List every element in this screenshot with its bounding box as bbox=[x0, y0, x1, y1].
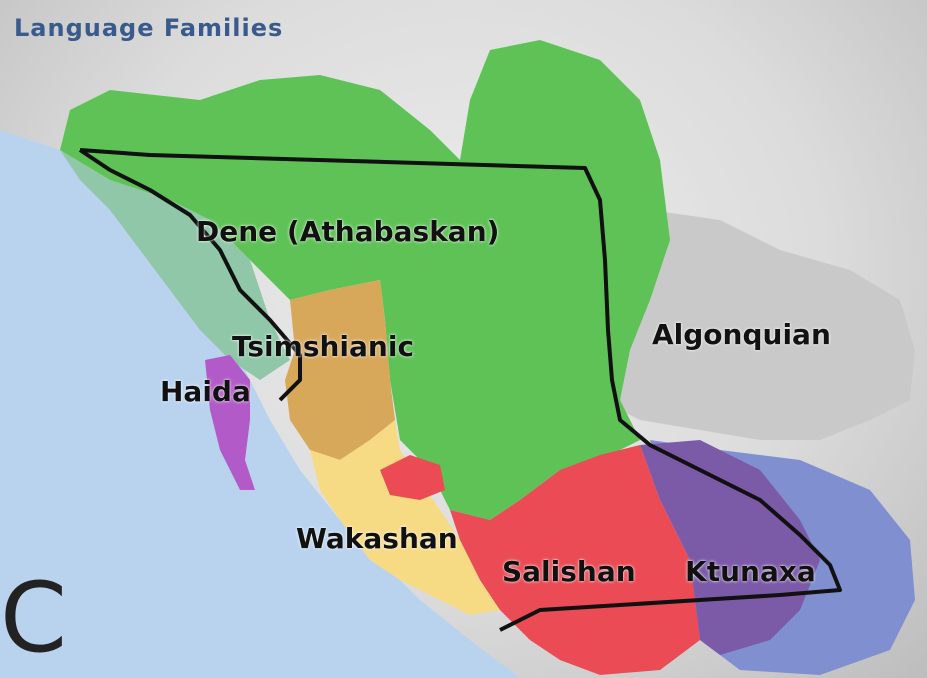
province-border bbox=[79, 148, 842, 632]
map-title: Language Families bbox=[14, 14, 284, 42]
label-wakashan: Wakashan bbox=[296, 522, 458, 555]
edge-glyph: C bbox=[0, 562, 68, 674]
ocean-region bbox=[0, 130, 520, 678]
region-tsimshianic bbox=[285, 280, 395, 460]
region-salishan bbox=[450, 445, 700, 675]
label-haida: Haida bbox=[160, 375, 251, 408]
label-salishan: Salishan bbox=[502, 555, 636, 588]
label-tsimshianic: Tsimshianic bbox=[232, 330, 415, 363]
region-salishan-patch bbox=[380, 455, 445, 500]
label-ktunaxa: Ktunaxa bbox=[685, 555, 816, 588]
label-algonquian: Algonquian bbox=[652, 318, 831, 351]
region-coast-green bbox=[60, 150, 290, 380]
region-dene bbox=[60, 40, 670, 520]
region-ktunaxa bbox=[640, 440, 820, 655]
label-dene: Dene (Athabaskan) bbox=[196, 215, 500, 248]
region-haida bbox=[205, 355, 255, 490]
region-wakashan bbox=[310, 420, 500, 615]
coast-border bbox=[78, 148, 302, 402]
